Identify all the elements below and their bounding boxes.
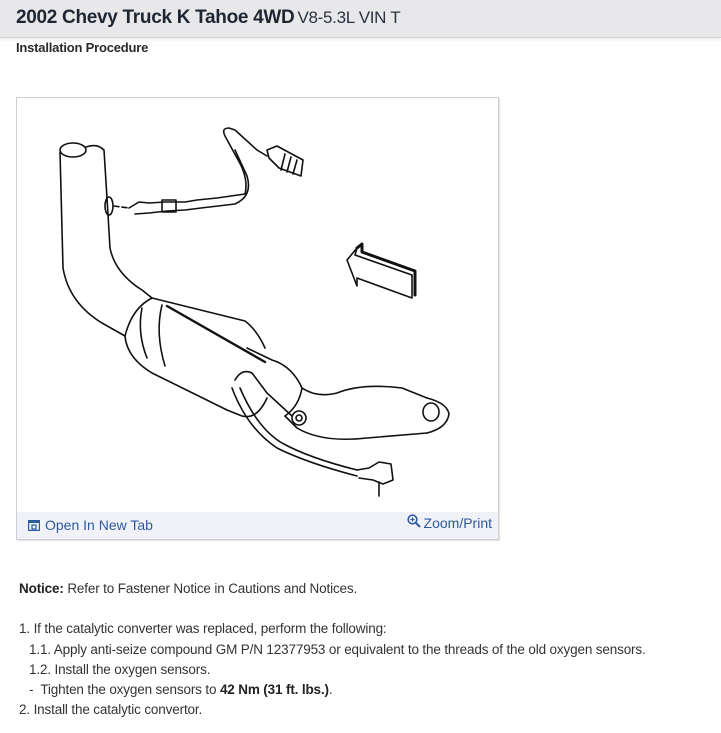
notice-label: Notice: <box>19 581 64 596</box>
procedure-content: Notice: Refer to Fastener Notice in Caut… <box>19 579 646 721</box>
step-1: 1. If the catalytic converter was replac… <box>19 619 646 639</box>
step-2: 2. Install the catalytic convertor. <box>19 700 646 720</box>
open-new-tab-icon <box>28 519 40 531</box>
vehicle-name: 2002 Chevy Truck K Tahoe 4WD <box>16 7 295 28</box>
step-1-2: 1.2. Install the oxygen sensors. <box>19 660 646 680</box>
step-number: 2. <box>19 702 30 718</box>
open-in-new-tab-link[interactable]: Open In New Tab <box>28 517 153 533</box>
step-text: Apply anti-seize compound GM P/N 1237795… <box>50 641 646 657</box>
open-in-new-tab-label: Open In New Tab <box>45 517 153 533</box>
step-number: 1.2. <box>29 661 51 677</box>
step-torque-spec: - Tighten the oxygen sensors to 42 Nm (3… <box>19 680 646 700</box>
catalytic-converter-diagram[interactable] <box>17 98 498 511</box>
zoom-print-link[interactable]: Zoom/Print <box>406 514 492 531</box>
section-title: Installation Procedure <box>16 40 149 55</box>
torque-value: 42 Nm (31 ft. lbs.) <box>219 682 329 698</box>
engine-spec: V8-5.3L VIN T <box>297 8 401 27</box>
step-number: 1.1. <box>29 641 51 657</box>
step-text: Install the catalytic convertor. <box>29 702 203 718</box>
figure-footer: Open In New Tab Zoom/Print <box>17 512 498 539</box>
zoom-in-icon <box>406 514 421 528</box>
diagram-figure: Open In New Tab Zoom/Print <box>16 97 499 540</box>
notice: Notice: Refer to Fastener Notice in Caut… <box>19 579 646 599</box>
step-text-end: . <box>328 682 333 698</box>
step-text: Tighten the oxygen sensors to <box>33 682 220 698</box>
zoom-print-label: Zoom/Print <box>423 515 492 531</box>
step-bullet: - <box>29 682 34 698</box>
step-text: If the catalytic converter was replaced,… <box>29 621 387 637</box>
step-text: Install the oxygen sensors. <box>50 661 211 677</box>
step-number: 1. <box>19 621 30 637</box>
step-1-1: 1.1. Apply anti-seize compound GM P/N 12… <box>19 640 646 660</box>
notice-text: Refer to Fastener Notice in Cautions and… <box>63 581 358 596</box>
